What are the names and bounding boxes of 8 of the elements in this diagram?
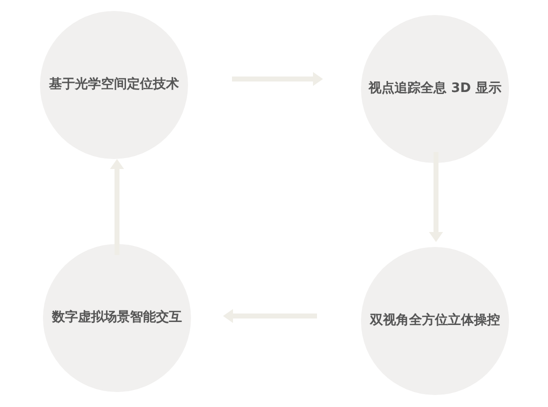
step-label: 双视角全方位立体操控: [370, 313, 500, 329]
arrow: [110, 159, 124, 255]
step-label: 数字虚拟场景智能交互: [52, 310, 182, 326]
arrow: [429, 152, 443, 242]
step-label: 基于光学空间定位技术: [49, 77, 179, 93]
arrow: [223, 309, 317, 323]
step-label: 视点追踪全息 3D 显示: [368, 81, 502, 97]
arrow: [232, 72, 323, 86]
